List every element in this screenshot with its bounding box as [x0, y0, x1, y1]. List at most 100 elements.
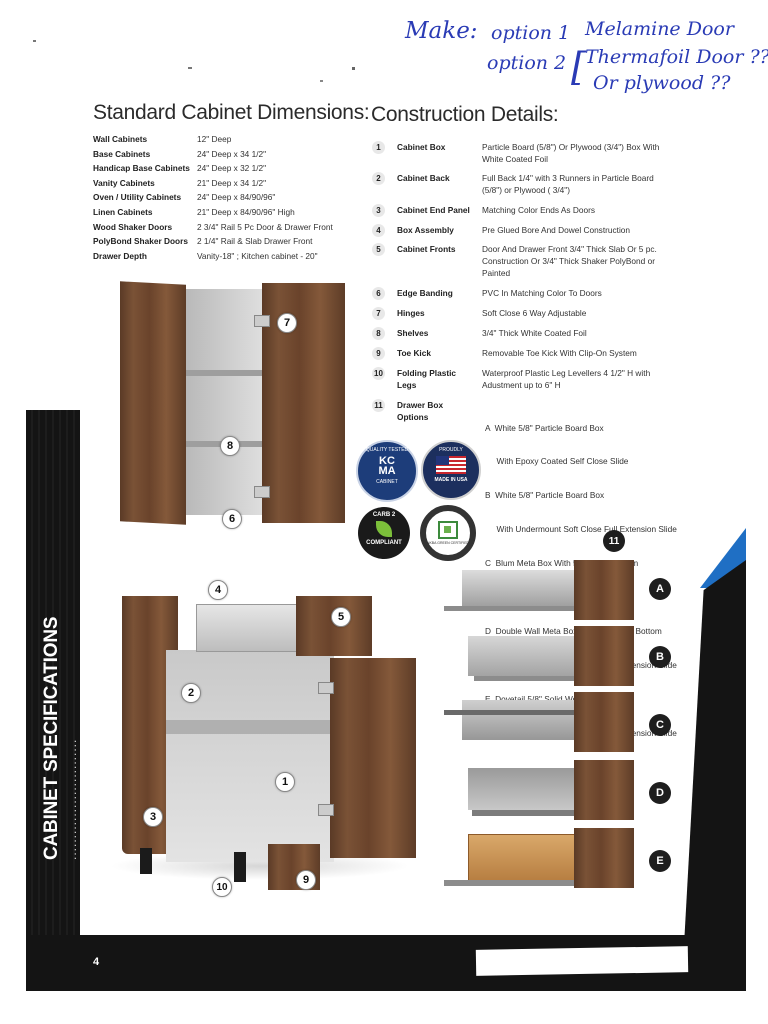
dimension-value: 12" Deep	[197, 134, 232, 144]
wall-cabinet-illustration	[120, 281, 345, 525]
hand-option2-value: Thermafoil Door ??	[585, 46, 768, 68]
hand-option2: option 2	[487, 52, 567, 74]
drawer-box	[468, 768, 574, 810]
made-in-usa-badge: PROUDLY MADE IN USA	[421, 440, 481, 500]
drawer-option-line: With Epoxy Coated Self Close Slide	[485, 456, 629, 467]
side-tab-label: CABINET SPECIFICATIONS	[41, 616, 62, 860]
drawer-option-b	[444, 626, 634, 686]
construction-label: Folding Plastic Legs	[397, 368, 457, 390]
wall-cabinet-shelf	[186, 370, 262, 376]
construction-desc: Door And Drawer Front 3/4" Thick Slab Or…	[482, 244, 657, 278]
dimension-value: 2 1/4" Rail & Slab Drawer Front	[197, 236, 313, 247]
wall-cabinet-door	[262, 283, 345, 523]
construction-desc: Waterproof Plastic Leg Levellers 4 1/2" …	[482, 368, 651, 390]
usa-badge-top: PROUDLY	[439, 447, 463, 453]
dimension-row: Vanity Cabinets 21" Deep x 34 1/2"	[93, 176, 353, 191]
drawer-option-line: With Undermount Soft Close Full Extensio…	[485, 524, 677, 535]
dimension-label: Drawer Depth	[93, 250, 147, 261]
dimension-label: Wood Shaker Doors	[93, 221, 173, 232]
side-tab	[26, 410, 80, 990]
kcma-badge-top: QUALITY TESTED	[365, 447, 409, 453]
construction-label: Cabinet Fronts	[397, 244, 456, 254]
hinge-icon	[318, 682, 334, 694]
usa-badge-bottom: MADE IN USA	[434, 477, 468, 483]
drawer-slide	[444, 880, 574, 886]
drawer-front	[574, 560, 634, 620]
dimension-value: 21" Deep x 34 1/2"	[197, 177, 267, 188]
us-flag-icon	[436, 456, 466, 474]
handwritten-note: Make: option 1 Melamine Door option 2 [ …	[405, 18, 768, 108]
drawer-slide	[444, 606, 574, 611]
construction-number: 7	[372, 307, 385, 320]
scan-speck	[320, 80, 323, 82]
dimension-label: Base Cabinets	[93, 148, 151, 159]
drawer-label-a: A	[649, 578, 671, 600]
drawer-front	[574, 828, 634, 888]
redaction-mark	[475, 946, 689, 976]
drawer-label-e: E	[649, 850, 671, 872]
callout-10: 10	[212, 877, 232, 897]
construction-number: 4	[372, 224, 385, 237]
page-number: 4	[93, 956, 100, 968]
callout-5: 5	[331, 607, 351, 627]
scan-speck	[188, 67, 192, 69]
construction-number: 2	[372, 172, 385, 185]
drawer-option-c	[444, 692, 634, 752]
dimension-label: Linen Cabinets	[93, 206, 153, 217]
construction-desc: Soft Close 6 Way Adjustable	[482, 308, 587, 318]
hinge-icon	[254, 315, 270, 327]
construction-number: 6	[372, 287, 385, 300]
base-cabinet-door	[330, 658, 416, 858]
drawer-option-line: B White 5/8" Particle Board Box	[485, 490, 605, 501]
construction-label: Toe Kick	[397, 348, 431, 358]
construction-label: Edge Banding	[397, 288, 453, 298]
carb2-badge-top: CARB 2	[372, 512, 396, 518]
drawer-label-b: B	[649, 646, 671, 668]
callout-1: 1	[275, 772, 295, 792]
drawer-slide	[474, 676, 574, 681]
construction-title: Construction Details:	[371, 103, 559, 126]
drawer-slide	[472, 810, 574, 816]
callout-7: 7	[277, 313, 297, 333]
nkba-green-badge: NKBA GREEN CERTIFIED	[420, 505, 476, 561]
drawer-front	[574, 760, 634, 820]
hinge-icon	[318, 804, 334, 816]
side-tab-title: CABINET SPECIFICATIONS .................…	[41, 560, 79, 860]
construction-label: Cabinet End Panel	[397, 205, 470, 215]
drawer-option-e	[444, 828, 634, 888]
carb2-badge: CARB 2 COMPLIANT	[358, 507, 410, 559]
dimension-label: Vanity Cabinets	[93, 177, 155, 188]
hinge-icon	[254, 486, 270, 498]
drawer-label-c: C	[649, 714, 671, 736]
construction-label: Hinges	[397, 308, 425, 318]
dimensions-title: Standard Cabinet Dimensions:	[93, 101, 370, 124]
construction-label: Box Assembly	[397, 225, 454, 235]
construction-number: 1	[372, 141, 385, 154]
hand-bracket: [	[571, 45, 586, 89]
plastic-leg	[140, 848, 152, 874]
house-icon	[438, 521, 458, 539]
construction-label: Cabinet Box	[397, 142, 446, 152]
construction-number: 3	[372, 204, 385, 217]
nkba-badge-ring: NKBA GREEN CERTIFIED	[426, 541, 470, 545]
construction-desc: 3/4" Thick White Coated Foil	[482, 328, 587, 338]
dimension-label: Oven / Utility Cabinets	[93, 192, 182, 203]
hand-option1-value: Melamine Door	[585, 18, 734, 40]
drawer-front	[296, 596, 372, 656]
callout-2: 2	[181, 683, 201, 703]
callout-9: 9	[296, 870, 316, 890]
dimension-value: 24" Deep x 32 1/2"	[197, 163, 267, 174]
